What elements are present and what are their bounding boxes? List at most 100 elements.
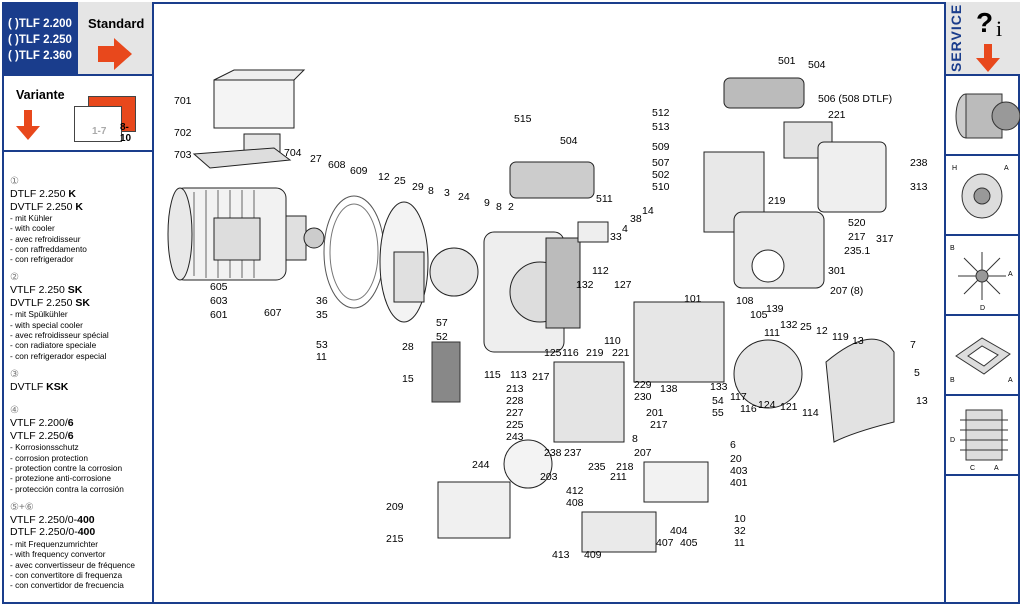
service-thumb-impeller[interactable]: B A D: [946, 236, 1020, 316]
variant-list: ① DTLF 2.250 K DVTLF 2.250 K - mit Kühle…: [10, 170, 150, 592]
main-block-drawing: [437, 301, 725, 553]
part-callout: 57: [436, 317, 448, 329]
part-callout: 235.1: [844, 245, 871, 257]
variant-note: - Korrosionsschutz: [10, 442, 79, 453]
variant-group: ① DTLF 2.250 K DVTLF 2.250 K - mit Kühle…: [10, 176, 150, 264]
part-callout: 38: [630, 213, 642, 225]
dim-label: A: [1008, 377, 1013, 384]
part-callout: 54: [712, 395, 724, 407]
part-callout: 207: [634, 447, 652, 459]
variant-model: DTLF 2.250 K: [10, 188, 76, 200]
service-thumb-terminal[interactable]: D C A: [946, 396, 1020, 476]
variant-marker: ②: [10, 272, 19, 284]
part-callout: 27: [310, 153, 322, 165]
variante-label: Variante: [16, 88, 65, 102]
variant-note: - with frequency convertor: [10, 549, 106, 560]
part-callout: 413: [552, 549, 570, 561]
model-list-box: ( )TLF 2.200 ( )TLF 2.250 ( )TLF 2.360: [2, 2, 78, 76]
part-callout: 230: [634, 391, 652, 403]
variant-note: - protection contre la corrosion: [10, 463, 123, 474]
variant-group: ③ DVTLF KSK: [10, 369, 150, 394]
variant-note: - mit Kühler: [10, 213, 53, 223]
part-callout: 238: [910, 157, 928, 169]
variant-model: DVTLF KSK: [10, 380, 69, 393]
variante-link[interactable]: Variante 1-7 8-10: [2, 76, 152, 152]
variant-note: - con refrigerador: [10, 254, 74, 265]
standard-link[interactable]: Standard: [78, 2, 152, 76]
part-callout: 14: [642, 205, 654, 217]
part-callout: 504: [560, 135, 578, 147]
service-thumb-motor[interactable]: [946, 76, 1021, 156]
exploded-view-drawing: [167, 69, 895, 553]
variant-marker: ④: [10, 405, 19, 417]
flange-gasket-dimension-icon: B A: [950, 337, 1013, 384]
motor-drawing: [167, 187, 325, 281]
part-callout: 13: [852, 335, 864, 347]
part-callout: 512: [652, 107, 670, 119]
part-callout: 510: [652, 181, 670, 193]
part-callout: 405: [680, 537, 698, 549]
part-callout: 25: [394, 175, 406, 187]
part-callout: 225: [506, 419, 524, 431]
part-callout: 117: [730, 391, 747, 403]
part-callout: 409: [584, 549, 602, 561]
variant-note: - mit Frequenzumrichter: [10, 538, 99, 549]
part-callout: 509: [652, 141, 670, 153]
part-callout: 221: [828, 109, 846, 121]
fan-cover-dimension-icon: H A: [952, 165, 1009, 219]
part-callout: 504: [808, 59, 826, 71]
part-callout: 238: [544, 447, 562, 459]
part-callout: 237: [564, 447, 582, 459]
variant-model: VTLF 2.250/6: [10, 429, 74, 442]
part-callout: 12: [378, 171, 390, 183]
part-callout: 15: [402, 373, 414, 385]
part-callout: 138: [660, 383, 678, 395]
variant-note: - con convertidor de frecuencia: [10, 580, 124, 591]
part-callout: 520: [848, 217, 866, 229]
part-callout: 244: [472, 459, 490, 471]
part-callout: 132: [576, 279, 594, 291]
impeller-dimension-icon: B A D: [950, 245, 1013, 312]
question-info-icon: ? i: [976, 7, 1002, 72]
service-thumb-fan[interactable]: H A: [946, 156, 1020, 236]
svg-text:i: i: [996, 16, 1002, 41]
service-thumb-flange[interactable]: B A: [946, 316, 1020, 396]
part-callout: 217: [650, 419, 668, 431]
part-callout: 301: [828, 265, 846, 277]
part-callout: 317: [876, 233, 894, 245]
part-callout: 10: [734, 513, 746, 525]
part-callout: 12: [816, 325, 828, 337]
part-callout: 702: [174, 127, 192, 139]
service-link[interactable]: SERVICE ? i: [946, 2, 1020, 76]
part-callout: 515: [514, 113, 532, 125]
part-callout: 229: [634, 379, 652, 391]
part-callout: 221: [612, 347, 630, 359]
variant-model: VTLF 2.250/0-400: [10, 513, 95, 526]
variant-marker: ⑤+⑥: [10, 501, 34, 513]
part-callout: 36: [316, 295, 328, 307]
part-callout: 35: [316, 309, 328, 321]
part-callout: 7: [910, 339, 916, 351]
variant-group: ⑤+⑥ VTLF 2.250/0-400 DTLF 2.250/0-400 - …: [10, 502, 150, 590]
part-callout: 20: [730, 453, 742, 465]
part-callout: 607: [264, 307, 282, 319]
part-callout: 2: [508, 201, 514, 213]
part-callout: 412: [566, 485, 584, 497]
model-line: ( )TLF 2.360: [8, 50, 72, 62]
part-callout: 404: [670, 525, 688, 537]
variant-model: DVTLF 2.250 SK: [10, 296, 90, 309]
part-callout: 13: [916, 395, 928, 407]
part-callout: 25: [800, 321, 812, 333]
part-callout: 203: [540, 471, 558, 483]
part-callout: 4: [622, 223, 628, 235]
arrow-down-icon: [16, 110, 40, 140]
part-callout: 29: [412, 181, 424, 193]
part-callout: 114: [802, 407, 819, 419]
part-callout: 207 (8): [830, 285, 864, 297]
part-callout: 507: [652, 157, 670, 169]
part-callout: 9: [484, 197, 490, 209]
variant-note: - with special cooler: [10, 319, 83, 330]
part-callout: 217: [532, 371, 550, 383]
part-callout: 3: [444, 187, 450, 199]
